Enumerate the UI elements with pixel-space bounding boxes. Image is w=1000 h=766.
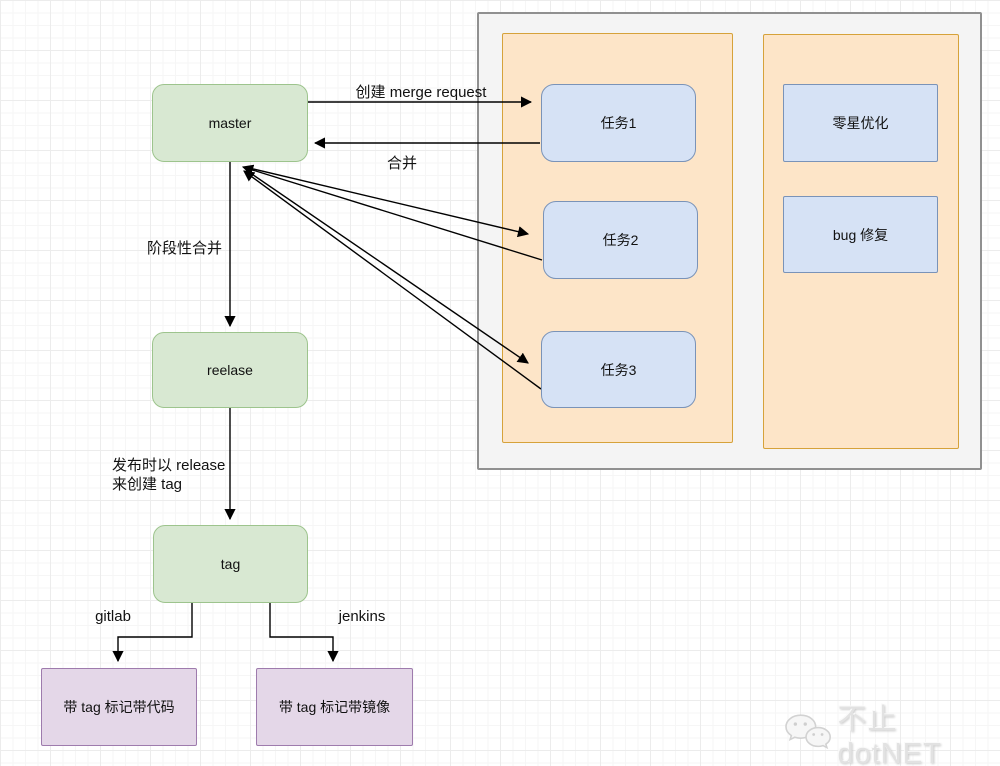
node-task1: 任务1 bbox=[541, 84, 696, 162]
node-tagged-image: 带 tag 标记带镜像 bbox=[256, 668, 413, 746]
node-tagged-image-label: 带 tag 标记带镜像 bbox=[278, 699, 391, 715]
watermark: 不止dotNET bbox=[784, 696, 1000, 766]
label-release-tag-note-line2: 来创建 tag bbox=[112, 476, 183, 493]
label-release-tag-note: 发布时以 release 来创建 tag bbox=[112, 456, 225, 494]
node-task2: 任务2 bbox=[543, 201, 698, 279]
node-optimize-label: 零星优化 bbox=[832, 115, 889, 131]
wechat-icon bbox=[785, 713, 831, 749]
node-tag-label: tag bbox=[220, 556, 241, 572]
node-master-label: master bbox=[208, 115, 252, 131]
watermark-text: 不止dotNET bbox=[837, 704, 942, 766]
node-tag: tag bbox=[153, 525, 308, 603]
node-task1-label: 任务1 bbox=[600, 115, 637, 131]
label-staged-merge: 阶段性合并 bbox=[147, 240, 223, 257]
node-task3-label: 任务3 bbox=[600, 361, 637, 378]
node-tagged-code-label: 带 tag 标记带代码 bbox=[63, 699, 175, 715]
node-release-label: reelase bbox=[207, 362, 253, 378]
label-create-merge-request: 创建 merge request bbox=[355, 84, 487, 101]
node-tagged-code: 带 tag 标记带代码 bbox=[41, 668, 197, 746]
node-bugfix-label: bug 修复 bbox=[832, 226, 889, 243]
label-jenkins: jenkins bbox=[338, 608, 386, 625]
node-bugfix: bug 修复 bbox=[783, 196, 938, 273]
label-merge: 合并 bbox=[386, 155, 417, 172]
node-optimize: 零星优化 bbox=[783, 84, 938, 162]
label-gitlab: gitlab bbox=[95, 608, 131, 625]
node-release: reelase bbox=[152, 332, 308, 408]
node-master: master bbox=[152, 84, 308, 162]
node-task2-label: 任务2 bbox=[602, 232, 639, 248]
edge-tag-to-image bbox=[269, 603, 339, 663]
label-release-tag-note-line1: 发布时以 release bbox=[112, 457, 226, 474]
node-task3: 任务3 bbox=[541, 331, 696, 408]
